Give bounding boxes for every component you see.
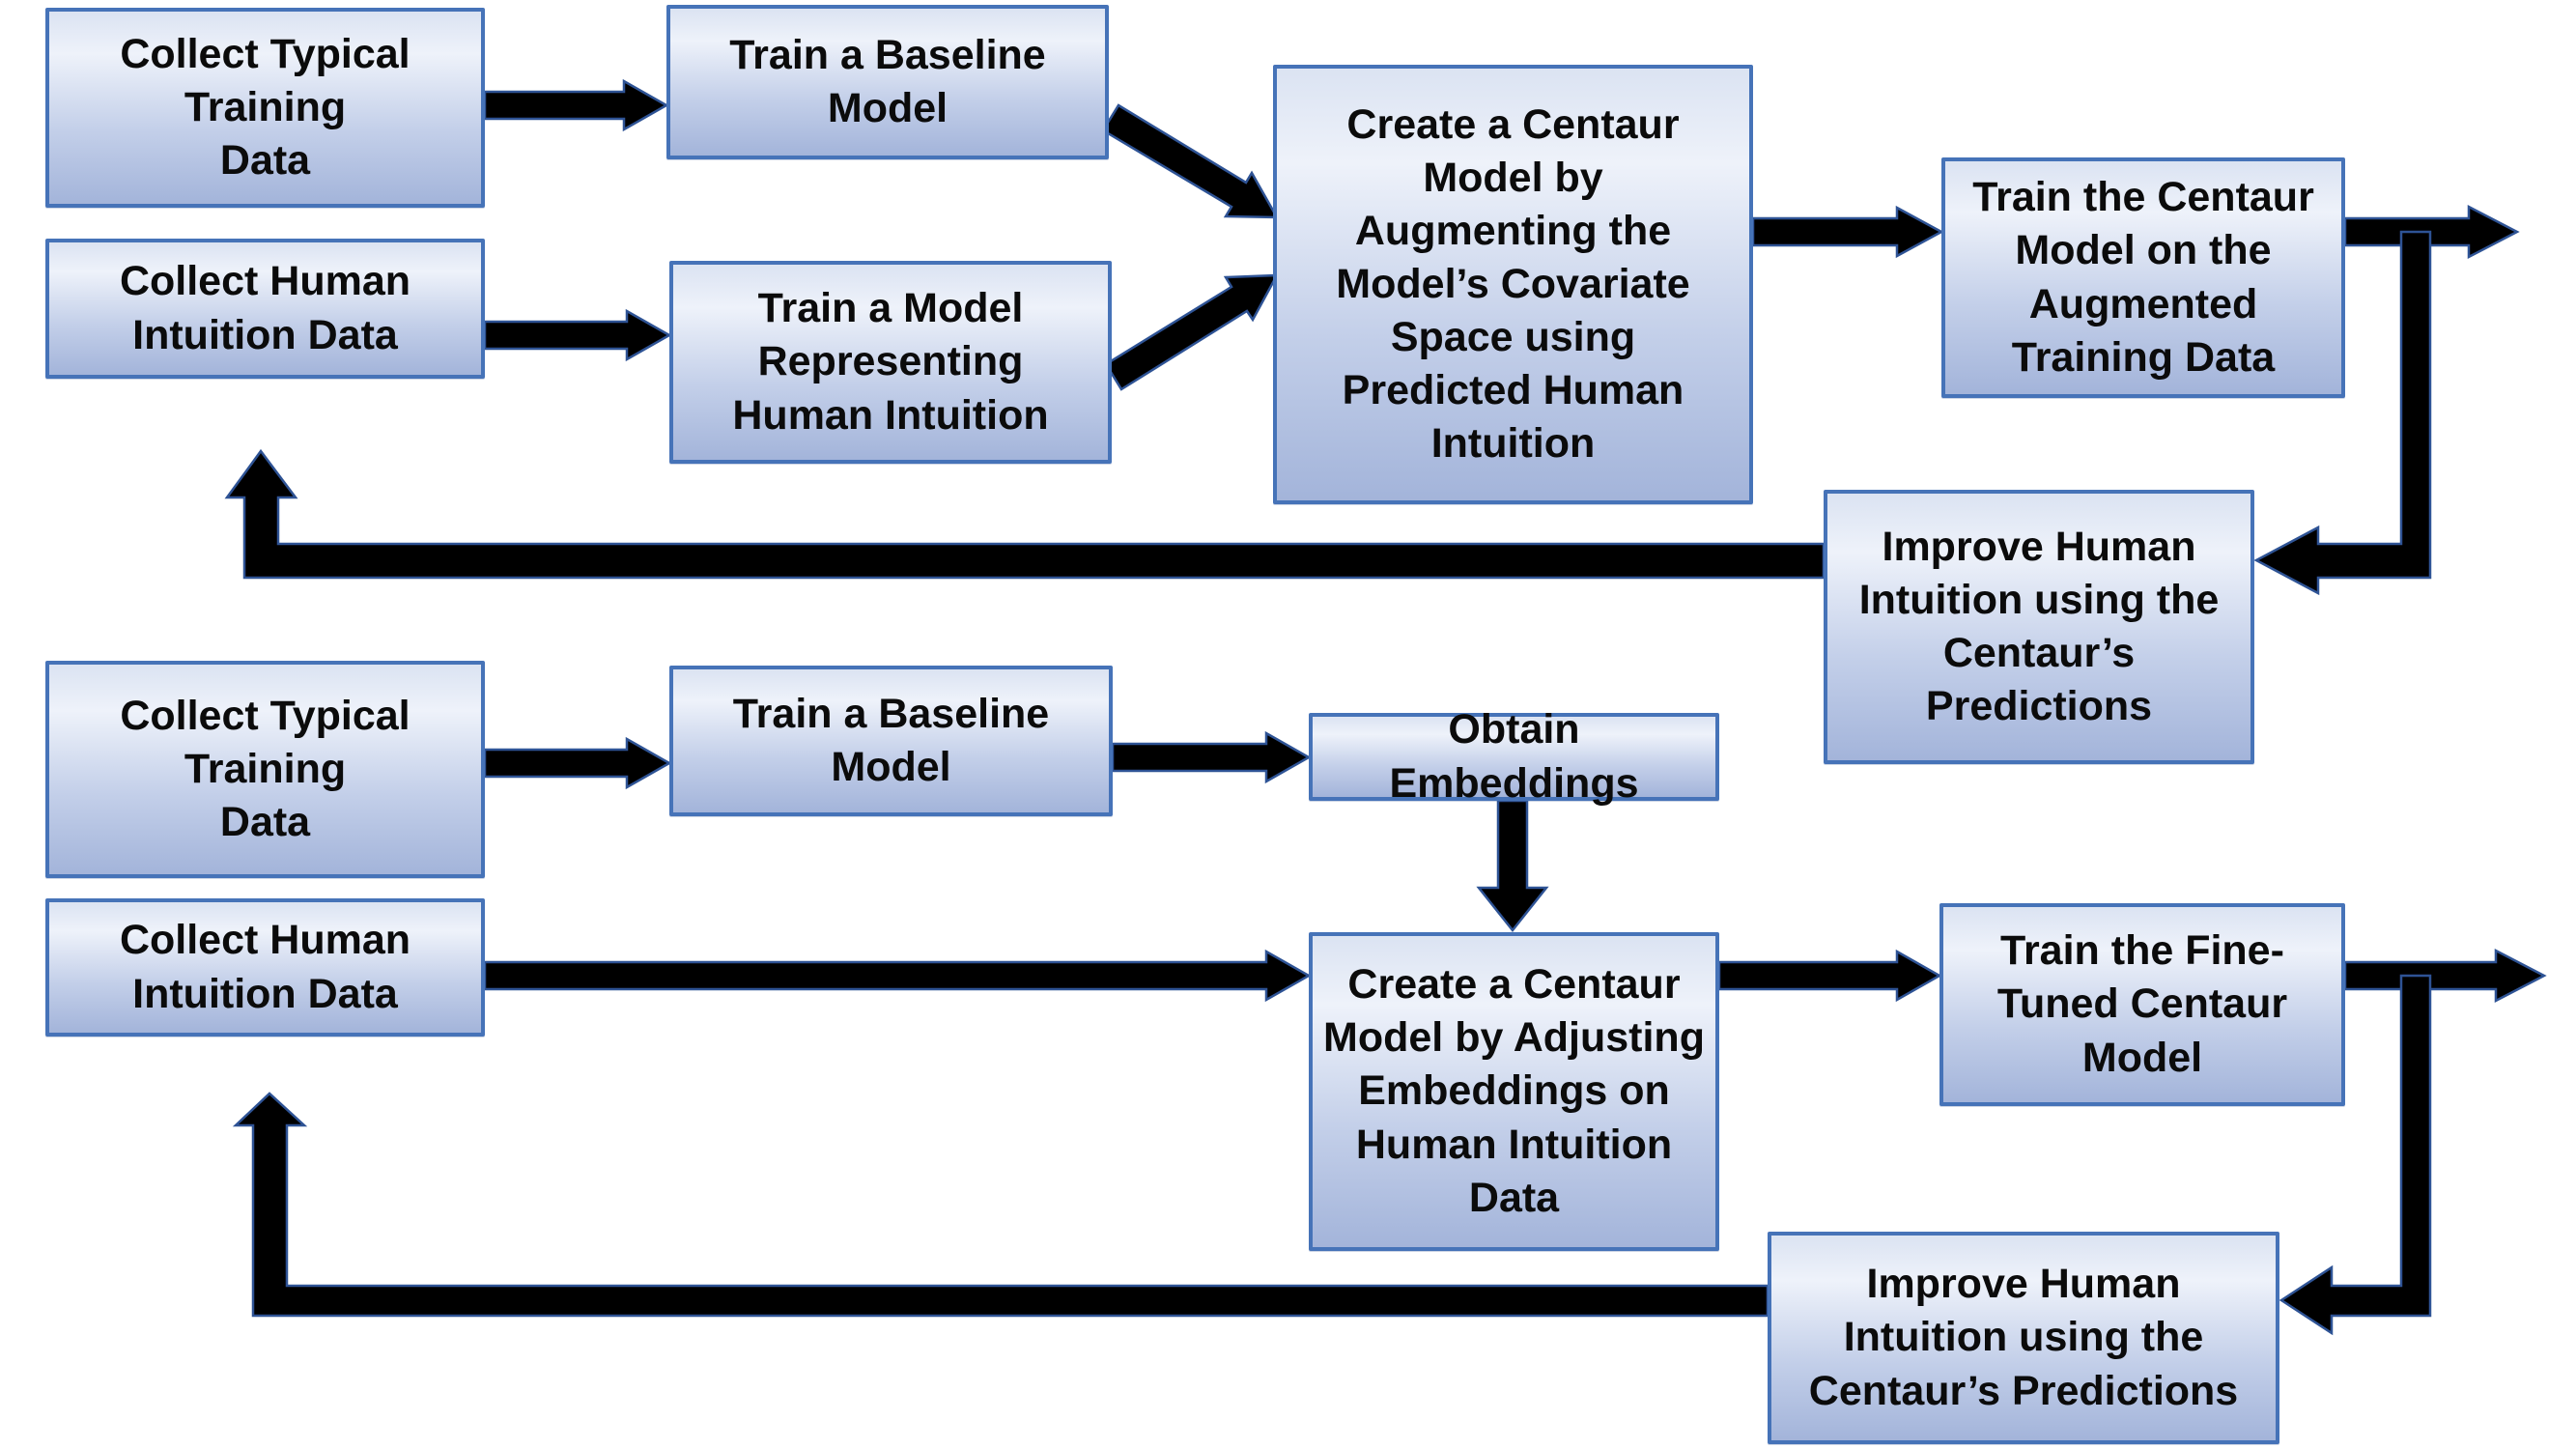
node-label: Train a Baseline Model	[729, 31, 1046, 131]
node-label: Train a Model Representing Human Intuiti…	[732, 285, 1049, 439]
node-train-model-representing-human-intuition: Train a Model Representing Human Intuiti…	[669, 261, 1112, 464]
node-label: Collect Human Intuition Data	[119, 258, 411, 358]
node-label: Create a Centaur Model by Adjusting Embe…	[1323, 961, 1705, 1221]
arrow-collect-human-to-representing-top	[483, 308, 672, 362]
arrow-feedback-improve-to-collect-bottom	[232, 1092, 1769, 1318]
arrow-embeddings-down-to-centaur	[1476, 799, 1549, 933]
node-label: Improve Human Intuition using the Centau…	[1858, 523, 2220, 730]
arrow-collect-typical-to-baseline-top	[483, 78, 669, 132]
node-improve-human-intuition-top: Improve Human Intuition using the Centau…	[1824, 490, 2254, 764]
arrow-collect-human-to-centaur-bottom	[483, 949, 1312, 1003]
node-label: Collect Human Intuition Data	[119, 917, 411, 1017]
arrow-feedback-improve-to-collect-top	[224, 448, 1826, 580]
arrow-centaur-to-train-centaur	[1751, 205, 1944, 259]
node-collect-typical-training-data-top: Collect Typical Training Data	[45, 8, 485, 208]
node-collect-human-intuition-data-top: Collect Human Intuition Data	[45, 239, 485, 379]
arrow-elbow-down-to-improve-bottom	[2279, 974, 2432, 1336]
node-label: Obtain Embeddings	[1389, 706, 1639, 807]
node-label: Train the Fine- Tuned Centaur Model	[1996, 927, 2288, 1081]
node-create-centaur-adjusting-embeddings: Create a Centaur Model by Adjusting Embe…	[1309, 932, 1719, 1251]
node-label: Train the Centaur Model on the Augmented…	[1972, 174, 2314, 381]
arrow-representing-to-centaur-diagonal	[1104, 273, 1280, 391]
node-create-centaur-augmenting-covariate-space: Create a Centaur Model by Augmenting the…	[1273, 65, 1753, 504]
node-label: Create a Centaur Model by Augmenting the…	[1336, 100, 1690, 468]
node-train-baseline-model-bottom: Train a Baseline Model	[669, 666, 1113, 816]
node-collect-human-intuition-data-bottom: Collect Human Intuition Data	[45, 898, 485, 1037]
arrow-baseline-to-embeddings	[1111, 730, 1312, 784]
arrow-centaur-to-finetuned	[1717, 949, 1942, 1003]
node-train-finetuned-centaur-model: Train the Fine- Tuned Centaur Model	[1939, 903, 2345, 1106]
node-label: Collect Typical Training Data	[120, 30, 410, 185]
arrow-elbow-down-to-improve-top	[2253, 230, 2432, 596]
node-improve-human-intuition-bottom: Improve Human Intuition using the Centau…	[1768, 1232, 2279, 1444]
arrow-finetuned-output-right	[2343, 948, 2547, 1004]
arrow-collect-typical-to-baseline-bottom	[483, 736, 672, 790]
node-label: Train a Baseline Model	[732, 690, 1050, 790]
arrow-baseline-to-centaur-diagonal	[1101, 103, 1280, 219]
node-obtain-embeddings: Obtain Embeddings	[1309, 706, 1719, 807]
node-label: Improve Human Intuition using the Centau…	[1808, 1261, 2239, 1414]
node-train-baseline-model-top: Train a Baseline Model	[666, 5, 1109, 159]
node-train-centaur-on-augmented-data: Train the Centaur Model on the Augmented…	[1941, 157, 2345, 398]
node-label: Collect Typical Training Data	[120, 692, 410, 846]
node-collect-typical-training-data-bottom: Collect Typical Training Data	[45, 661, 485, 878]
